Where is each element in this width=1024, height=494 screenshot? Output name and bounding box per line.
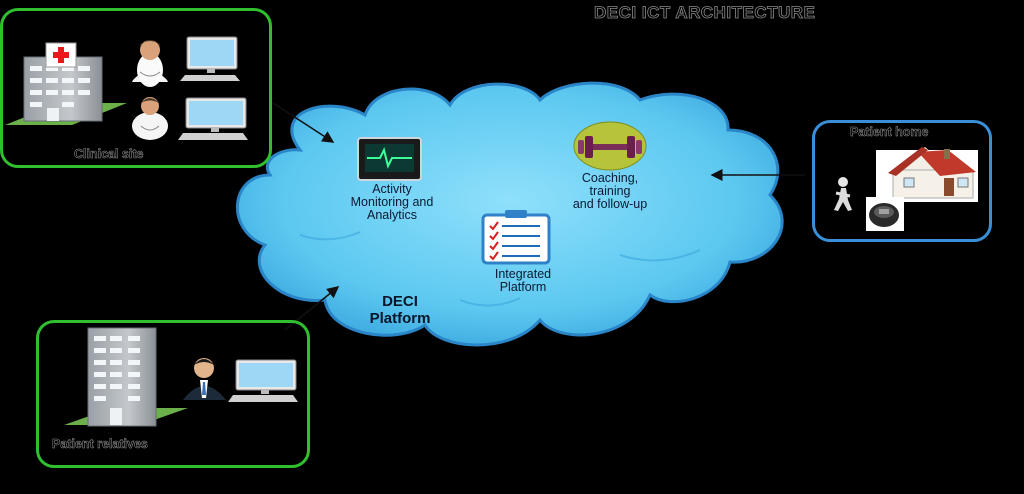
computer-icon (228, 359, 298, 402)
coaching-line-1: Coaching, (581, 171, 639, 185)
activity-line-2: Monitoring and (350, 195, 434, 209)
clinical-site-label: Clinical site (74, 147, 144, 162)
integrated-platform-label: Integrated Platform (468, 268, 578, 294)
office-building-icon (64, 327, 188, 427)
patient-relatives-box (36, 320, 310, 468)
activity-line-3: Analytics (366, 208, 418, 222)
patient-home-box (812, 120, 992, 242)
platform-line-2: Platform (369, 310, 431, 327)
dumbbell-icon (573, 121, 647, 171)
arrow-clinical-to-cloud (272, 102, 335, 143)
doctor-icon (132, 40, 168, 87)
clinical-site-box (0, 8, 272, 168)
computer-icon (180, 36, 240, 81)
doctor-icon (132, 97, 168, 140)
patient-relatives-label: Patient relatives (52, 437, 148, 452)
businessman-icon (183, 358, 226, 400)
platform-line-1: DECI (382, 293, 418, 310)
integrated-line-2: Platform (499, 280, 547, 294)
wearable-sensor-icon (866, 197, 904, 231)
activity-monitoring-label: Activity Monitoring and Analytics (322, 183, 462, 222)
patient-home-label: Patient home (850, 125, 929, 140)
diagram-title: DECI ICT ARCHITECTURE (594, 3, 816, 23)
coaching-line-2: training (589, 184, 631, 198)
monitor-ecg-icon (357, 137, 422, 181)
hospital-icon (5, 42, 127, 125)
walking-person-icon (834, 177, 852, 211)
integrated-line-1: Integrated (494, 267, 552, 281)
computer-icon (178, 97, 248, 140)
clipboard-checklist-icon (481, 210, 551, 265)
house-icon (876, 147, 978, 202)
deci-platform-label: DECI Platform (345, 293, 455, 327)
coaching-line-3: and follow-up (572, 197, 648, 211)
activity-line-1: Activity (372, 182, 412, 196)
coaching-label: Coaching, training and follow-up (545, 172, 675, 211)
